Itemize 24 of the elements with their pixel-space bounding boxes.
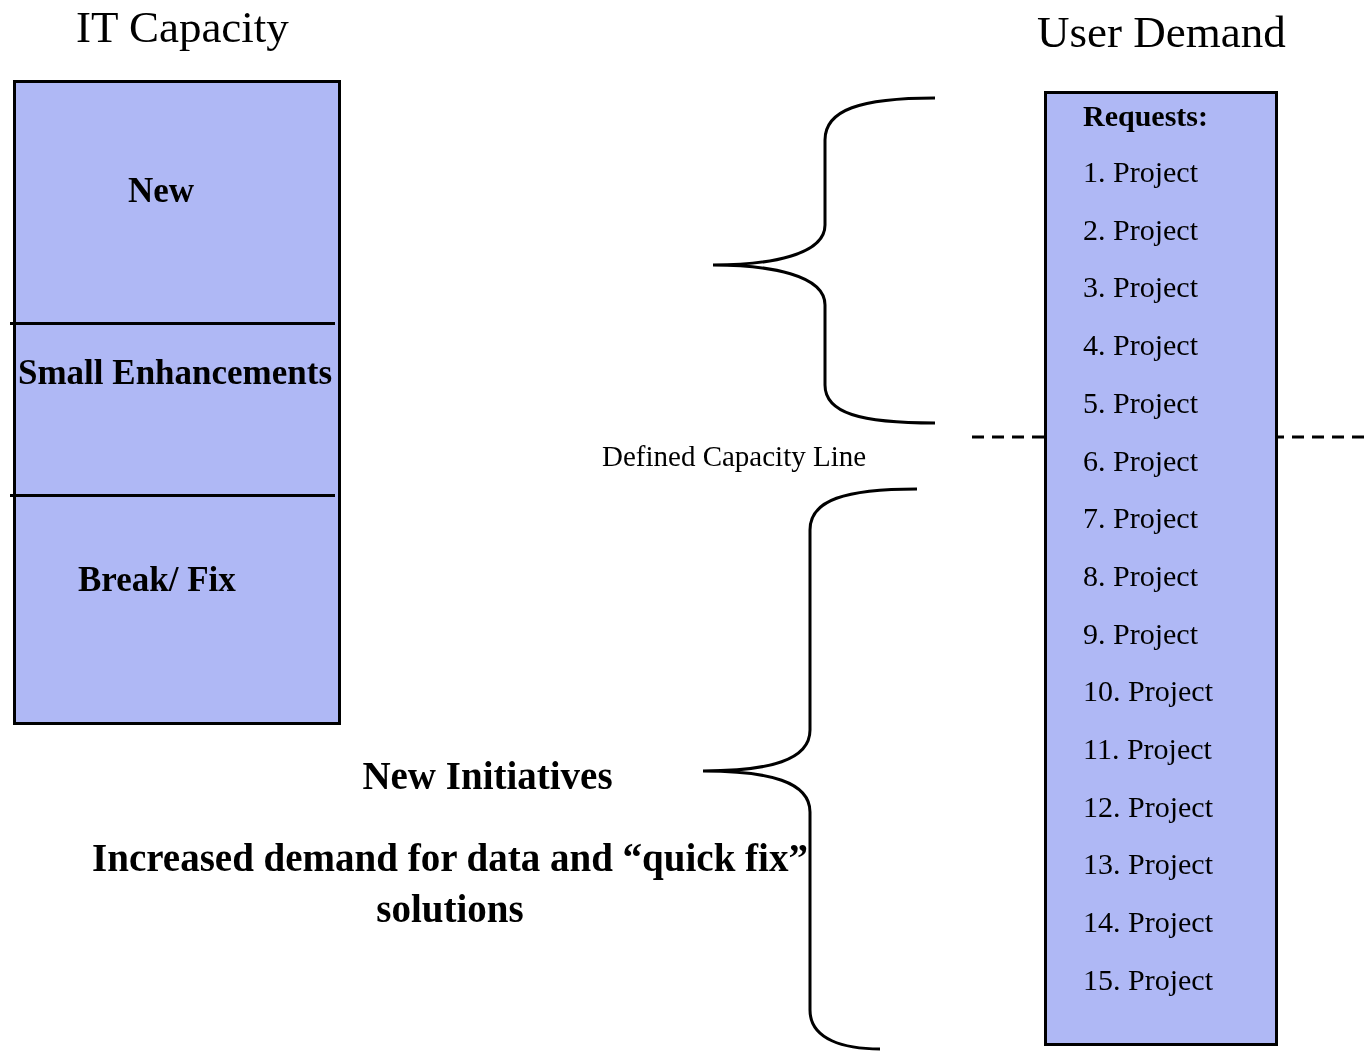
list-item: 10. Project xyxy=(1083,674,1213,709)
note-text: Increased demand for data and “quick fix” solutions xyxy=(91,835,809,932)
list-item: 9. Project xyxy=(1083,616,1198,651)
section-label: Break/ Fix xyxy=(78,560,236,600)
list-item: 5. Project xyxy=(1083,385,1198,420)
list-item: 2. Project xyxy=(1083,212,1198,247)
box-heading: User Demand xyxy=(1037,6,1286,58)
section-label: Small Enhancements xyxy=(16,352,334,394)
list-item: 12. Project xyxy=(1083,789,1213,824)
list-item: 7. Project xyxy=(1083,501,1198,536)
list-item: 4. Project xyxy=(1083,328,1198,363)
list-item: 13. Project xyxy=(1083,847,1213,882)
list-item: 3. Project xyxy=(1083,270,1198,305)
heading-text: New Initiatives xyxy=(361,753,614,798)
list-item: 15. Project xyxy=(1083,962,1213,997)
section-label: New xyxy=(126,171,196,211)
list-item: 6. Project xyxy=(1083,443,1198,478)
list-item: 1. Project xyxy=(1083,155,1198,189)
list-item: 8. Project xyxy=(1083,558,1198,593)
capacity-line-label: Defined Capacity Line xyxy=(602,440,867,473)
list-item: 14. Project xyxy=(1083,905,1213,940)
box-heading: IT Capacity xyxy=(76,1,289,53)
list-item: 11. Project xyxy=(1083,732,1212,766)
list-heading: Requests: xyxy=(1083,99,1208,133)
